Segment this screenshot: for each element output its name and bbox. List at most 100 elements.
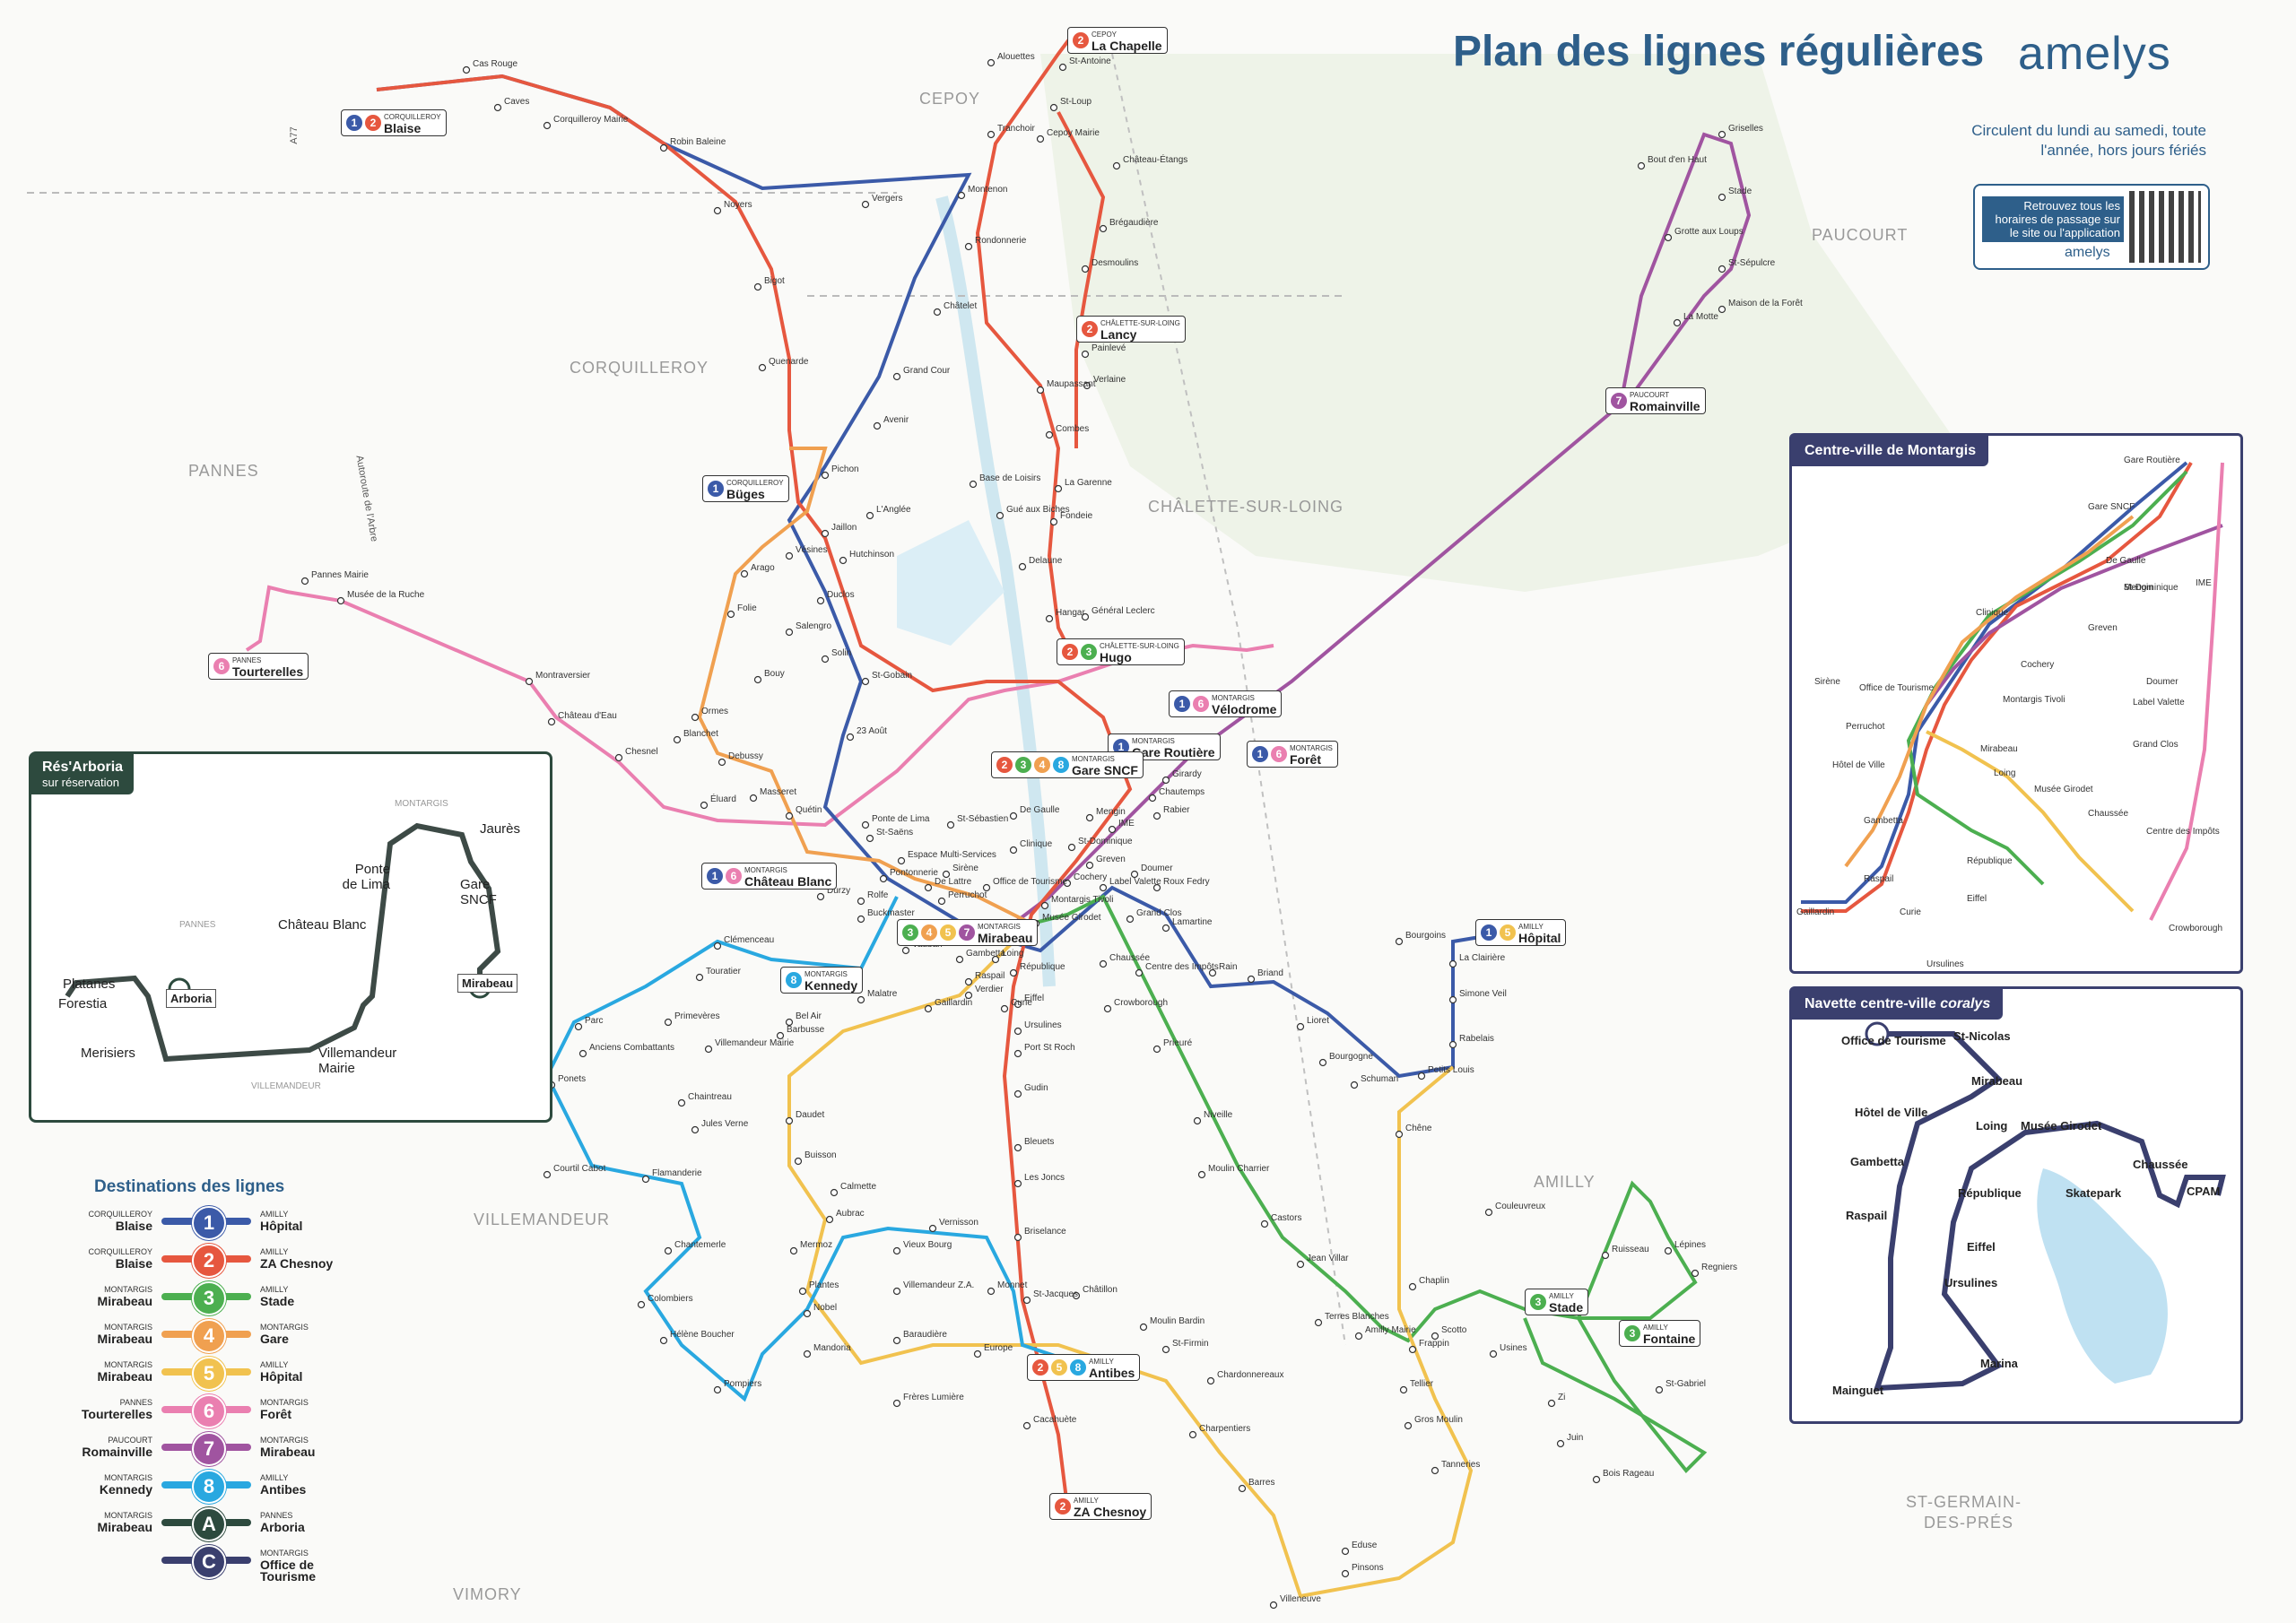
stop-marker[interactable]	[1318, 1058, 1327, 1067]
qr-code-icon[interactable]	[2129, 191, 2201, 263]
stop-marker[interactable]	[861, 677, 870, 686]
stop-marker[interactable]	[1022, 1421, 1031, 1430]
stop-marker[interactable]	[964, 977, 973, 986]
stop-marker[interactable]	[300, 577, 309, 586]
stop-marker[interactable]	[816, 596, 825, 605]
stop-marker[interactable]	[1664, 233, 1673, 242]
stop-marker[interactable]	[892, 1399, 901, 1408]
stop-marker[interactable]	[1009, 968, 1018, 977]
stop-marker[interactable]	[901, 946, 910, 955]
stop-marker[interactable]	[1072, 1291, 1081, 1300]
stop-marker[interactable]	[664, 1246, 673, 1255]
stop-marker[interactable]	[1206, 1376, 1215, 1385]
stop-marker[interactable]	[785, 812, 794, 820]
stop-marker[interactable]	[1664, 1246, 1673, 1255]
stop-marker[interactable]	[957, 191, 966, 200]
stop-marker[interactable]	[1152, 1045, 1161, 1054]
stop-marker[interactable]	[776, 1031, 785, 1040]
stop-marker[interactable]	[753, 282, 762, 291]
stop-marker[interactable]	[964, 991, 973, 1000]
stop-marker[interactable]	[1099, 224, 1108, 233]
stop-marker[interactable]	[1161, 1345, 1170, 1354]
stop-marker[interactable]	[825, 1215, 834, 1224]
stop-marker[interactable]	[493, 103, 502, 112]
stop-marker[interactable]	[928, 1224, 937, 1233]
stop-marker[interactable]	[1067, 843, 1076, 852]
stop-marker[interactable]	[865, 834, 874, 843]
stop-marker[interactable]	[857, 995, 865, 1004]
stop-marker[interactable]	[1296, 1260, 1305, 1269]
stop-marker[interactable]	[1395, 1130, 1404, 1139]
stop-marker[interactable]	[718, 758, 726, 767]
stop-marker[interactable]	[830, 1188, 839, 1197]
stop-marker[interactable]	[942, 870, 951, 879]
stop-marker[interactable]	[897, 856, 906, 865]
stop-marker[interactable]	[713, 942, 722, 950]
stop-marker[interactable]	[1013, 1089, 1022, 1098]
stop-marker[interactable]	[982, 883, 991, 892]
stop-marker[interactable]	[857, 897, 865, 906]
stop-marker[interactable]	[879, 874, 888, 883]
stop-marker[interactable]	[987, 130, 996, 139]
stop-marker[interactable]	[543, 1170, 552, 1179]
stop-marker[interactable]	[803, 1309, 812, 1318]
stop-marker[interactable]	[991, 955, 1000, 964]
stop-marker[interactable]	[1718, 265, 1726, 273]
stop-marker[interactable]	[713, 206, 722, 215]
stop-marker[interactable]	[1013, 1049, 1022, 1058]
stop-marker[interactable]	[1247, 975, 1256, 984]
stop-marker[interactable]	[803, 1350, 812, 1358]
stop-marker[interactable]	[798, 1287, 807, 1296]
stop-marker[interactable]	[547, 717, 556, 726]
stop-marker[interactable]	[1099, 959, 1108, 968]
stop-marker[interactable]	[1161, 924, 1170, 933]
stop-marker[interactable]	[1135, 968, 1144, 977]
stop-marker[interactable]	[969, 480, 978, 489]
stop-marker[interactable]	[1152, 883, 1161, 892]
stop-marker[interactable]	[1208, 968, 1217, 977]
stop-marker[interactable]	[1489, 1350, 1498, 1358]
stop-marker[interactable]	[1592, 1475, 1601, 1484]
stop-marker[interactable]	[821, 471, 830, 480]
stop-marker[interactable]	[987, 1287, 996, 1296]
stop-marker[interactable]	[816, 892, 825, 901]
stop-marker[interactable]	[973, 1350, 982, 1358]
stop-marker[interactable]	[996, 511, 1004, 520]
stop-marker[interactable]	[1036, 386, 1045, 395]
stop-marker[interactable]	[1417, 1072, 1426, 1081]
stop-marker[interactable]	[659, 143, 668, 152]
stop-marker[interactable]	[1314, 1318, 1323, 1327]
stop-marker[interactable]	[673, 735, 682, 744]
stop-marker[interactable]	[659, 1336, 668, 1345]
stop-marker[interactable]	[336, 596, 345, 605]
stop-marker[interactable]	[1152, 812, 1161, 820]
stop-marker[interactable]	[1009, 846, 1018, 855]
stop-marker[interactable]	[543, 121, 552, 130]
stop-marker[interactable]	[1404, 1421, 1413, 1430]
stop-marker[interactable]	[933, 308, 942, 317]
stop-marker[interactable]	[1408, 1282, 1417, 1291]
stop-marker[interactable]	[1341, 1569, 1350, 1578]
stop-marker[interactable]	[726, 610, 735, 619]
stop-marker[interactable]	[1718, 193, 1726, 202]
stop-marker[interactable]	[740, 569, 749, 578]
stop-marker[interactable]	[1655, 1385, 1664, 1394]
stop-marker[interactable]	[1408, 1345, 1417, 1354]
stop-marker[interactable]	[1013, 1179, 1022, 1188]
stop-marker[interactable]	[1341, 1547, 1350, 1556]
stop-marker[interactable]	[691, 1125, 700, 1134]
stop-marker[interactable]	[1448, 995, 1457, 1004]
stop-marker[interactable]	[691, 713, 700, 722]
stop-marker[interactable]	[865, 511, 874, 520]
stop-marker[interactable]	[1081, 612, 1090, 621]
stop-marker[interactable]	[892, 1336, 901, 1345]
stop-marker[interactable]	[1238, 1484, 1247, 1493]
stop-marker[interactable]	[664, 1018, 673, 1027]
